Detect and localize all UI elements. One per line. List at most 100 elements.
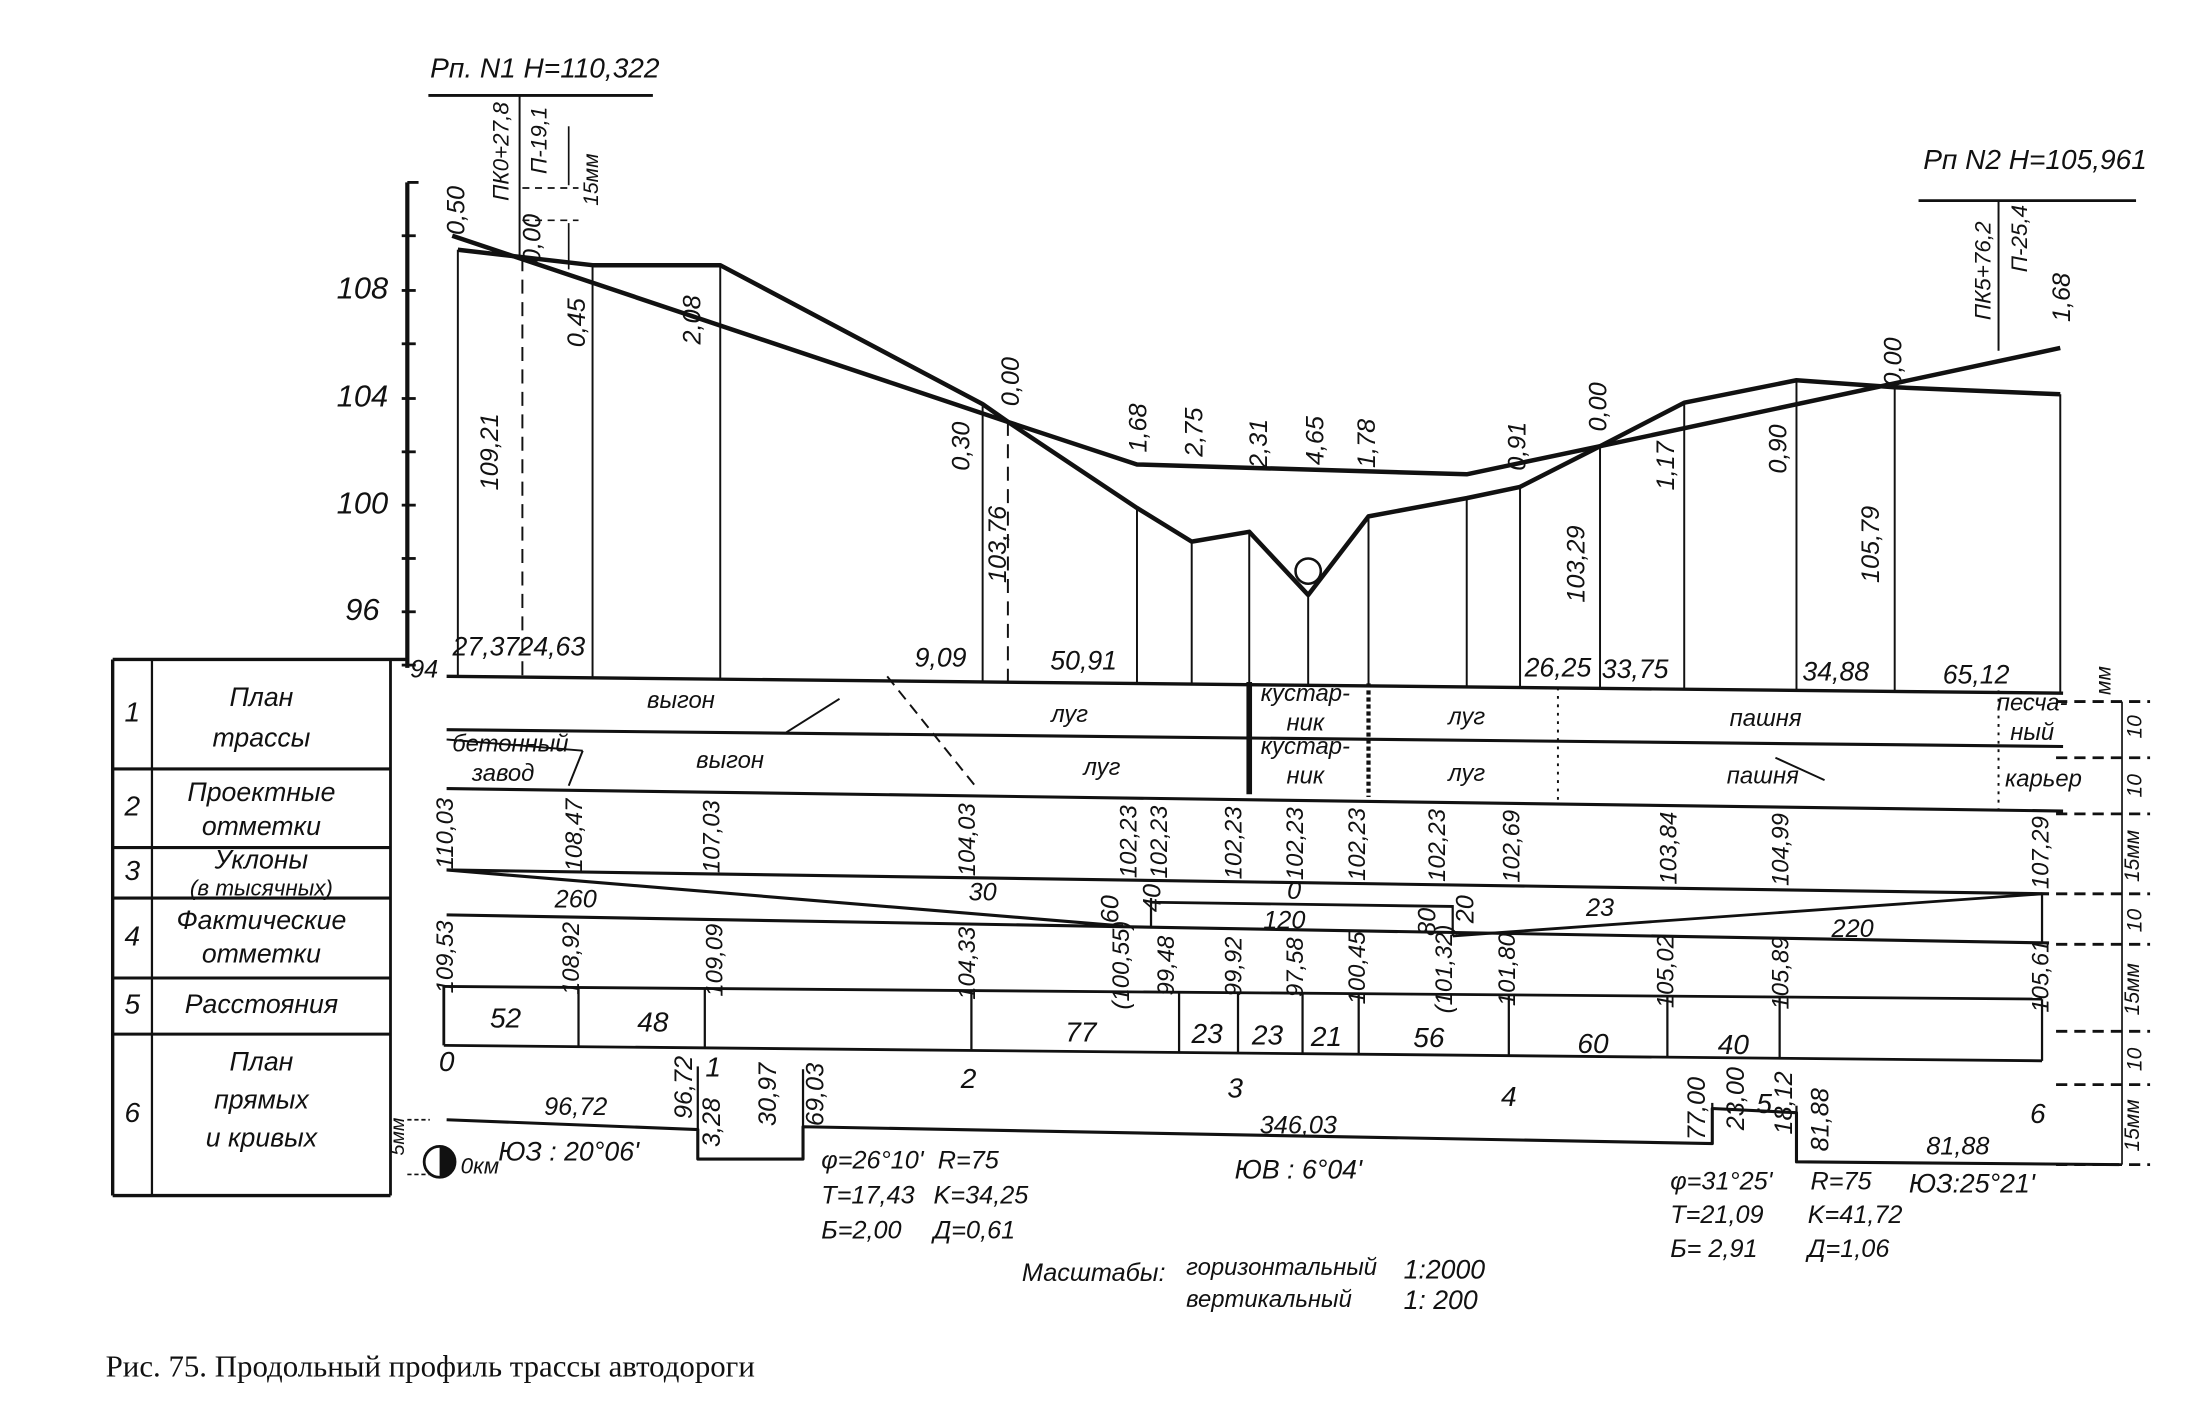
- row-number: 5: [125, 988, 141, 1019]
- work-mark: 0,50: [443, 186, 471, 235]
- row-number: 6: [125, 1097, 141, 1128]
- design-elevation: 110,03: [432, 797, 459, 869]
- distance-value: 77: [1065, 1017, 1098, 1048]
- row-divider: [446, 787, 2064, 813]
- actual-elevation: 108,92: [558, 922, 585, 995]
- land-use-lower: кустар-: [1261, 733, 1350, 760]
- curve-1-parameter: φ=26°10': [821, 1147, 924, 1175]
- design-elevation: 104,99: [1768, 813, 1795, 886]
- row-divider: [446, 868, 2050, 896]
- land-use-lower: ник: [1287, 763, 1326, 790]
- actual-elevation: (101,32): [1431, 925, 1458, 1014]
- actual-elevation: 105,89: [1768, 937, 1795, 1010]
- pk-start-label: ПК0+27,8: [489, 102, 514, 201]
- pk-end-label: ПК5+76,2: [1970, 221, 1995, 320]
- actual-elevation: 109,53: [432, 920, 459, 994]
- curve-2-parameter: R=75: [1811, 1168, 1873, 1196]
- design-elevation: 108,47: [561, 798, 588, 872]
- land-use-lower: карьер: [2005, 765, 2082, 792]
- offset-start-label: П-19,1: [527, 107, 552, 174]
- work-mark: 0,00: [1585, 382, 1613, 431]
- land-use-upper: пашня: [1730, 705, 1802, 732]
- land-use-lower: выгон: [696, 747, 764, 774]
- picket-number: 0: [439, 1046, 455, 1077]
- curve-2-parameter: Б= 2,91: [1670, 1235, 1757, 1263]
- distance-value: 21: [1310, 1021, 1342, 1052]
- land-use-lower: бетонный: [452, 730, 568, 757]
- figure-caption: Рис. 75. Продольный профиль трассы автод…: [106, 1350, 755, 1384]
- work-mark: 0,45: [563, 297, 591, 347]
- plan-length: 30,97: [754, 1062, 782, 1126]
- row-divider: [446, 913, 2050, 945]
- curve-1-parameter: R=75: [938, 1147, 1000, 1175]
- land-use-upper: ник: [1287, 709, 1326, 736]
- grade-value: 120: [1263, 907, 1305, 935]
- row-label: Уклоны: [214, 845, 309, 875]
- work-mark: 0,30: [948, 422, 976, 471]
- row-label: Фактические: [176, 905, 346, 935]
- actual-elevation: 99,92: [1221, 937, 1248, 997]
- design-elevation: 104,03: [954, 803, 981, 877]
- row-height-dim: 15мм: [2121, 963, 2144, 1016]
- row-label: отметки: [202, 811, 321, 841]
- scale-horizontal-value: 1:2000: [1404, 1254, 1486, 1284]
- grade-value: 220: [1831, 915, 1874, 943]
- grade-value: 23: [1585, 894, 1614, 922]
- grade-value: 30: [969, 878, 997, 906]
- work-mark: 0,00: [1879, 337, 1907, 386]
- ground-line: [457, 247, 2061, 598]
- grade-value: 20: [1451, 895, 1479, 924]
- plan-length: 77,00: [1683, 1077, 1711, 1140]
- design-elevation: 102,23: [1424, 808, 1451, 882]
- actual-elevation: 105,61: [2027, 940, 2054, 1013]
- distance-value: 23: [1251, 1019, 1284, 1050]
- land-use-lower: пашня: [1727, 763, 1799, 790]
- plan-length: 81,88: [1806, 1088, 1834, 1151]
- ground-elevation: 109,21: [476, 413, 504, 490]
- land-boundary: [886, 675, 980, 791]
- land-use-lower: луг: [1081, 754, 1120, 781]
- work-mark: 1,78: [1353, 419, 1381, 468]
- row-height-dim: 15мм: [2121, 829, 2144, 882]
- row-height-dim: 10: [2124, 908, 2147, 932]
- work-mark: 4,65: [1301, 415, 1329, 465]
- plan-length: 3,28: [698, 1098, 726, 1147]
- plan-length: 18,12: [1770, 1071, 1798, 1134]
- row-label: трассы: [212, 723, 310, 753]
- benchmark-1-label: Рп. N1 H=110,322: [430, 53, 660, 84]
- concrete-plant-boundary: [567, 750, 584, 787]
- grade-value: 40: [1138, 884, 1166, 912]
- land-use-upper: выгон: [647, 687, 715, 714]
- axis-tick-label: 100: [337, 485, 389, 520]
- actual-elevation: 104,33: [954, 926, 981, 1000]
- design-elevation: 102,23: [1344, 807, 1371, 881]
- row-label: и кривых: [206, 1122, 319, 1152]
- actual-elevation: (100,55): [1108, 921, 1135, 1010]
- row-divider: [443, 985, 2043, 1001]
- pointer-arrow: [785, 697, 841, 734]
- row-number: 3: [125, 855, 141, 886]
- zero-km-label: 0км: [461, 1153, 499, 1178]
- bearing-label: ЮВ : 6°04': [1235, 1155, 1363, 1185]
- work-mark: 2,08: [678, 295, 706, 345]
- design-grade-line: [451, 233, 2061, 477]
- row-label: прямых: [214, 1085, 310, 1115]
- actual-elevation: 99,48: [1153, 935, 1180, 995]
- curve-2-parameter: T=21,09: [1670, 1201, 1763, 1229]
- work-mark: 0,00: [997, 357, 1025, 406]
- curve-2-parameter: K=41,72: [1808, 1201, 1903, 1229]
- ground-elevation: 103,76: [984, 505, 1012, 583]
- segment-distance: 34,88: [1802, 657, 1869, 687]
- design-elevation: 102,23: [1221, 806, 1248, 880]
- distance-value: 56: [1413, 1022, 1445, 1053]
- distance-value: 60: [1577, 1028, 1609, 1059]
- picket-number: 6: [2030, 1098, 2046, 1129]
- segment-distance: 33,75: [1602, 654, 1669, 684]
- curve-1-parameter: T=17,43: [821, 1182, 914, 1210]
- scale-vertical-value: 1: 200: [1404, 1285, 1478, 1315]
- land-use-upper: луг: [1049, 701, 1088, 728]
- work-mark: 1,17: [1652, 440, 1680, 490]
- segment-distance: 24,63: [517, 631, 585, 661]
- row-height-dim: мм: [2093, 666, 2116, 695]
- scale-vertical-label: вертикальный: [1186, 1286, 1352, 1313]
